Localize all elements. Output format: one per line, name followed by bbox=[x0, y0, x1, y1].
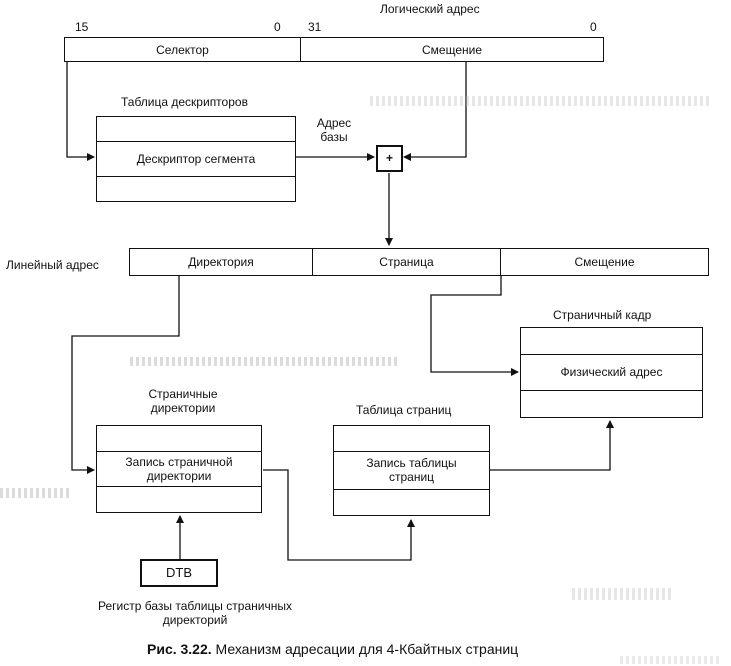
segment-descriptor-entry: Дескриптор сегмента bbox=[136, 152, 256, 166]
logical-offset-field: Смещение bbox=[421, 43, 482, 57]
scan-smudge bbox=[572, 588, 672, 600]
dtb-caption: Регистр базы таблицы страничных директор… bbox=[98, 599, 292, 627]
descriptor-table: Дескриптор сегмента bbox=[96, 116, 296, 202]
adder-box: + bbox=[376, 145, 403, 172]
bit-0-right-label: 0 bbox=[590, 20, 597, 34]
scan-smudge bbox=[130, 357, 400, 366]
physical-address-entry: Физический адрес bbox=[560, 365, 663, 379]
logical-address-register: Селектор Смещение bbox=[64, 37, 604, 62]
page-directories-title: Страничные директории bbox=[148, 387, 218, 415]
offset-to-adder-arrow bbox=[403, 62, 467, 161]
page-table-title: Таблица страниц bbox=[356, 403, 452, 417]
selector-field: Селектор bbox=[156, 43, 209, 57]
bit-15-label: 15 bbox=[75, 20, 89, 34]
logical-address-title: Логический адрес bbox=[380, 2, 480, 16]
base-address-label: Адрес базы bbox=[316, 116, 352, 144]
dtb-label: DTB bbox=[166, 565, 192, 580]
page-directory-table: Запись страничной директории bbox=[96, 425, 262, 513]
linear-address-title: Линейный адрес bbox=[6, 258, 99, 272]
linear-address-register: Директория Страница Смещение bbox=[129, 248, 709, 276]
bit-31-label: 31 bbox=[308, 20, 322, 34]
pde-to-pagetable-arrow bbox=[263, 469, 415, 561]
figure-number: Рис. 3.22. bbox=[147, 641, 212, 657]
scan-smudge bbox=[620, 656, 720, 664]
linear-offset-field: Смещение bbox=[574, 255, 635, 269]
scan-smudge bbox=[0, 488, 70, 498]
page-field: Страница bbox=[379, 255, 434, 269]
figure-title: Механизм адресации для 4-Кбайтных страни… bbox=[211, 641, 519, 657]
figure-caption: Рис. 3.22. Механизм адресации для 4-Кбай… bbox=[147, 641, 518, 657]
page-table-entry: Запись таблицы страниц bbox=[366, 456, 457, 484]
page-table: Запись таблицы страниц bbox=[333, 425, 490, 516]
directory-to-pde-arrow bbox=[71, 276, 180, 474]
page-frame-title: Страничный кадр bbox=[553, 308, 652, 322]
pte-to-frame-arrow bbox=[490, 420, 614, 471]
page-frame: Физический адрес bbox=[520, 327, 703, 418]
adder-symbol: + bbox=[385, 151, 393, 165]
page-directory-entry: Запись страничной директории bbox=[125, 455, 233, 483]
linear-offset-to-frame-arrow bbox=[430, 276, 519, 376]
dtb-register: DTB bbox=[140, 559, 218, 587]
selector-to-descriptor-arrow bbox=[66, 62, 95, 161]
directory-field: Директория bbox=[188, 255, 254, 269]
logical-address-divider bbox=[300, 38, 301, 61]
descriptor-table-title: Таблица дескрипторов bbox=[121, 95, 248, 109]
bit-0-left-label: 0 bbox=[274, 20, 281, 34]
scan-smudge bbox=[370, 96, 710, 106]
